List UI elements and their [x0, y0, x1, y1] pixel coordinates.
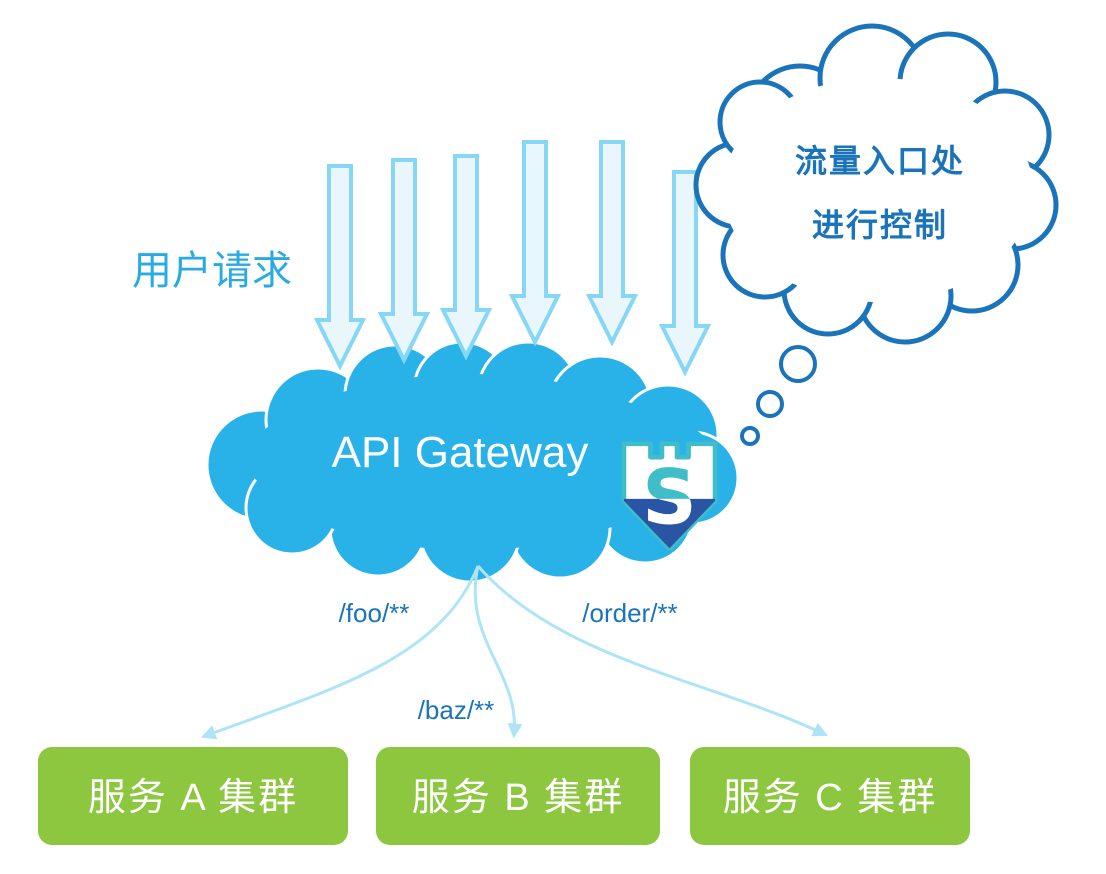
service-box-a-rect — [38, 747, 348, 845]
route-curves — [200, 565, 829, 740]
thought-trail-circle — [740, 426, 760, 446]
route-label-baz: /baz/** — [418, 695, 495, 725]
service-box-b-label: 服务 B 集群 — [412, 777, 624, 819]
bubble-text-line1: 流量入口处 — [795, 143, 965, 179]
route-label-order: /order/** — [582, 598, 677, 628]
down-arrow-icon — [379, 158, 429, 362]
route-label-foo: /foo/** — [339, 598, 410, 628]
route-curve-service-c — [476, 565, 829, 737]
service-box-c-rect — [690, 747, 970, 845]
down-arrow-icon — [510, 140, 560, 344]
cloud-body — [245, 386, 715, 530]
service-box-c: 服务 C 集群 — [690, 747, 970, 845]
request-arrows — [315, 140, 710, 374]
bubble-body — [723, 78, 1033, 302]
route-curve-service-a — [200, 565, 480, 740]
service-clusters: 服务 A 集群 服务 B 集群 服务 C 集群 — [38, 747, 970, 845]
user-requests-label: 用户请求 — [132, 249, 292, 293]
thought-bubble: 流量入口处 进行控制 — [693, 23, 1059, 446]
service-box-c-label: 服务 C 集群 — [723, 777, 938, 819]
down-arrow-icon — [587, 140, 637, 344]
down-arrow-icon — [441, 154, 491, 358]
route-curve-service-b — [473, 565, 523, 739]
service-box-a: 服务 A 集群 — [38, 747, 348, 845]
service-box-b-rect — [376, 747, 660, 845]
logo-letter-s-bottom: S — [642, 453, 697, 542]
bubble-text-line2: 进行控制 — [812, 207, 948, 243]
down-arrow-icon — [315, 164, 365, 368]
sentinel-shield-icon: S S — [621, 441, 718, 551]
service-box-b: 服务 B 集群 — [376, 747, 660, 845]
thought-trail-circle — [756, 390, 784, 418]
shield-lower-half — [623, 498, 716, 549]
api-gateway-label: API Gateway — [332, 428, 589, 477]
logo-letter-s-top: S — [642, 453, 697, 542]
service-box-a-label: 服务 A 集群 — [88, 777, 298, 819]
thought-trail-circle — [779, 345, 817, 383]
